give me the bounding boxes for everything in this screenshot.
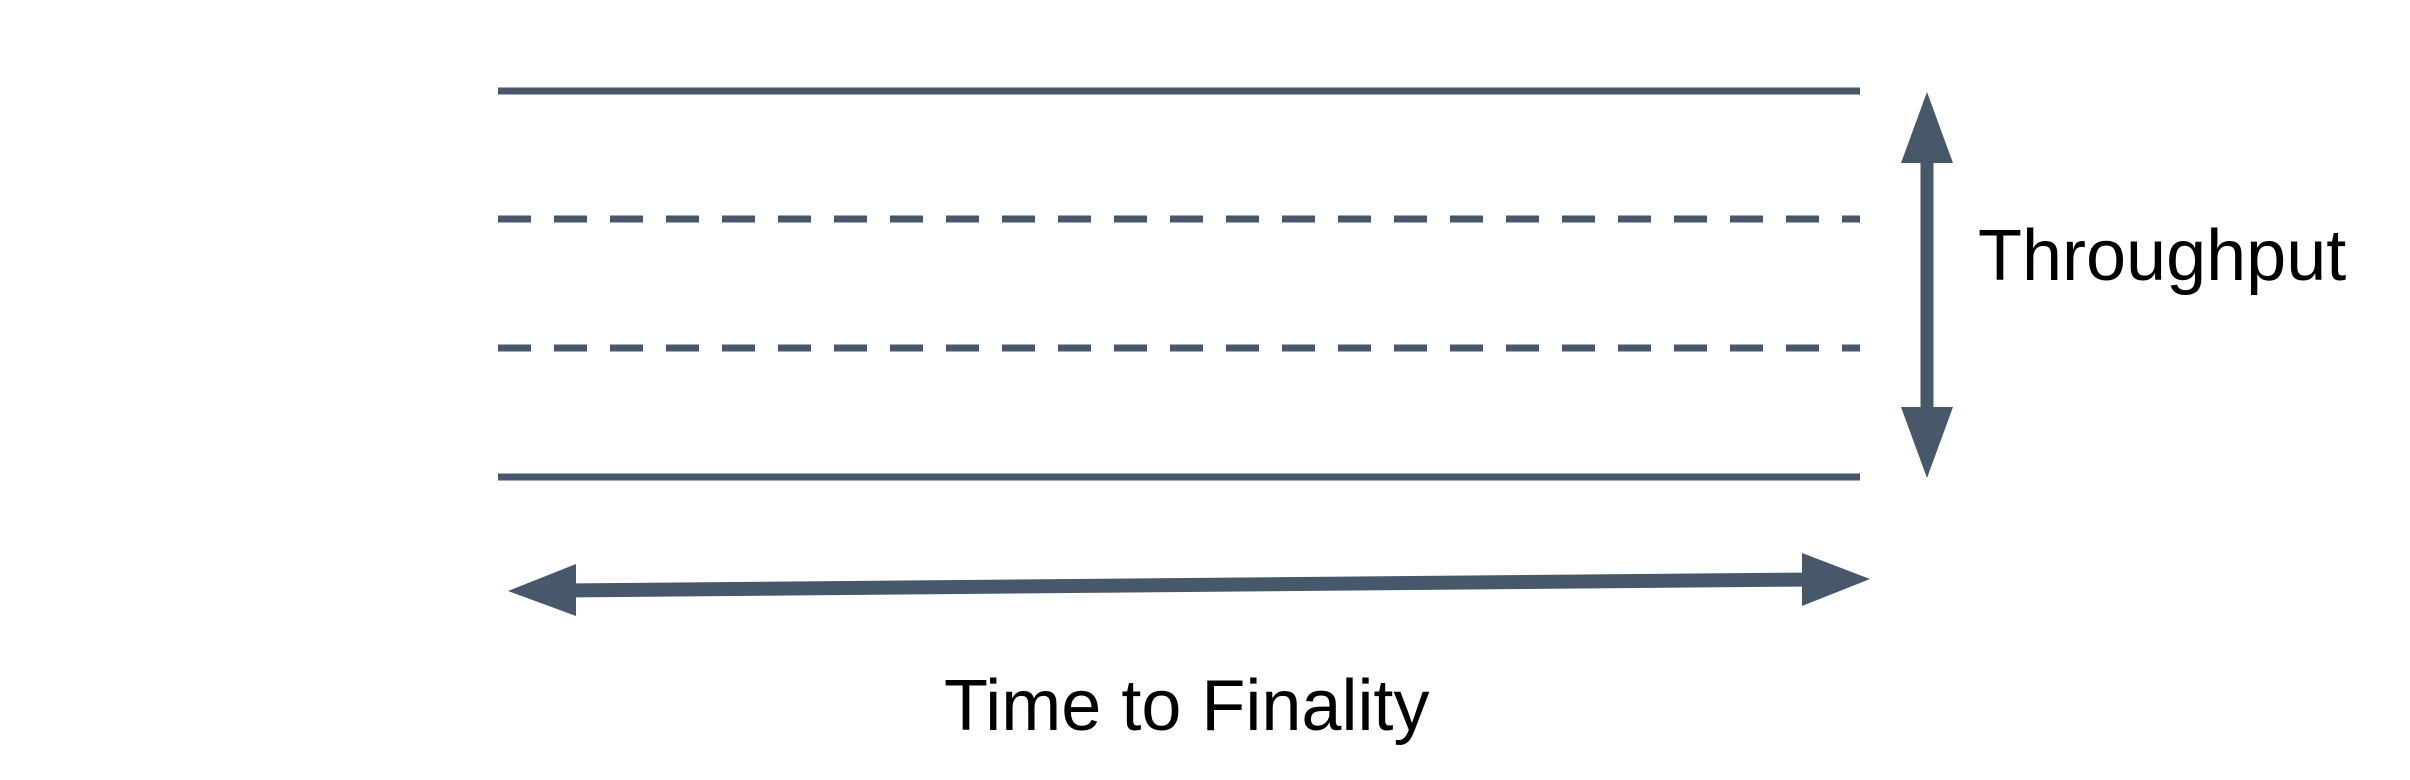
arrow-down-icon xyxy=(1901,407,1953,478)
throughput-label: Throughput xyxy=(1978,216,2347,296)
lane-lines xyxy=(498,87,1860,481)
arrow-up-icon xyxy=(1901,92,1953,163)
arrow-left-icon xyxy=(508,564,576,616)
time-to-finality-arrow-shaft xyxy=(575,572,1803,598)
time-to-finality-label: Time to Finality xyxy=(944,666,1430,746)
throughput-arrow xyxy=(1901,92,1953,478)
time-to-finality-arrow xyxy=(508,553,1870,616)
arrow-right-icon xyxy=(1802,553,1870,606)
